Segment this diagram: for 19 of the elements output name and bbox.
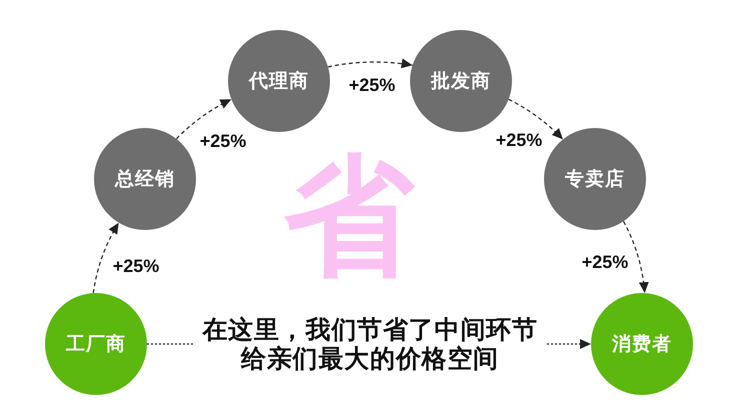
circle-node: 工厂商	[45, 293, 147, 395]
arrow	[176, 98, 232, 140]
large-character: 省	[284, 151, 414, 281]
circle-node: 总经销	[94, 128, 196, 230]
arrow	[147, 339, 591, 349]
circle-node: 专卖店	[544, 128, 646, 230]
edge-label: +25%	[198, 132, 248, 150]
arrow	[622, 221, 649, 294]
circle-node: 消费者	[591, 293, 693, 395]
arrow	[508, 98, 564, 140]
circle-node: 批发商	[410, 30, 512, 132]
edge-label: 在这里，我们节省了中间环节给亲们最大的价格空间	[194, 316, 546, 374]
arrow	[328, 58, 413, 68]
edge-label: +25%	[580, 253, 630, 271]
edge-label: +25%	[348, 76, 396, 94]
edge-label: +25%	[112, 257, 160, 275]
circle-node: 代理商	[228, 30, 330, 132]
arrow	[92, 222, 120, 294]
edge-label: +25%	[494, 131, 544, 149]
